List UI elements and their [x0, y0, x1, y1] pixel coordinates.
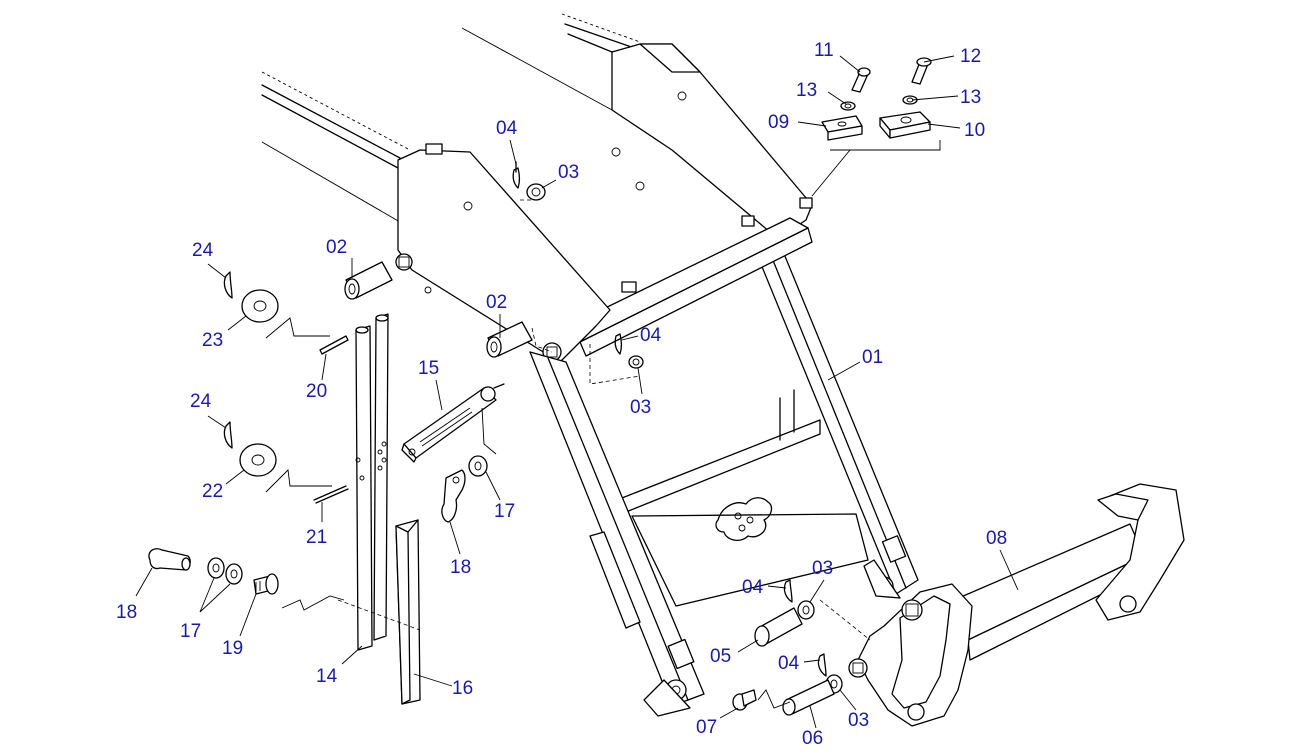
pin-06: [782, 679, 835, 716]
grease-fitting-07: [732, 689, 757, 711]
bolt-12: [911, 57, 932, 85]
washer-22: [239, 443, 277, 477]
clamp-18-lower: [148, 548, 191, 571]
callout-04: 04: [640, 325, 662, 346]
callout-17: 17: [494, 501, 515, 522]
bolt-19: [253, 573, 279, 595]
callout-02: 02: [326, 237, 347, 258]
callout-12: 12: [960, 46, 981, 67]
pin-05: [754, 607, 803, 647]
bar-14: [355, 313, 389, 651]
cotter-pin-04-upper: [512, 161, 521, 189]
callout-10: 10: [964, 120, 985, 141]
callout-05: 05: [710, 646, 731, 667]
cotter-pin-04-lower-b: [817, 653, 827, 677]
washer-13-left: [840, 101, 856, 111]
cotter-pin-04-lower-a: [783, 579, 793, 603]
callout-19: 19: [222, 638, 243, 659]
washer-03-upper: [526, 183, 546, 201]
callout-20: 20: [306, 381, 327, 402]
callout-06: 06: [802, 728, 823, 749]
callout-08: 08: [986, 528, 1007, 549]
callout-22: 22: [202, 481, 223, 502]
slotted-bracket-15: [401, 386, 497, 463]
callout-18: 18: [450, 557, 471, 578]
callout-01: 01: [862, 347, 883, 368]
callout-03: 03: [630, 397, 651, 418]
callout-14: 14: [316, 666, 338, 687]
callout-23: 23: [202, 330, 223, 351]
callout-07: 07: [696, 717, 717, 738]
callout-04: 04: [742, 577, 764, 598]
callout-24: 24: [192, 240, 214, 261]
callout-04: 04: [778, 653, 800, 674]
hook-18-upper: [441, 469, 466, 523]
pin-20: [319, 335, 349, 355]
split-pin-24-upper: [223, 271, 233, 299]
callout-09: 09: [768, 112, 789, 133]
callout-leaders: [135, 55, 1019, 729]
washer-03-mid: [628, 355, 644, 369]
washer-17-lower-a: [207, 557, 225, 579]
washer-03-lower-a: [797, 600, 815, 620]
callout-labels: 11 12 13 13 09 10 04 03 02 02 04 03 01 2…: [116, 40, 1007, 749]
callout-18: 18: [116, 602, 137, 623]
callout-13: 13: [960, 87, 981, 108]
callout-17: 17: [180, 621, 201, 642]
cotter-pin-04-mid: [614, 333, 623, 355]
brand-logo: [715, 497, 773, 542]
callout-16: 16: [452, 678, 473, 699]
split-pin-24-lower: [223, 421, 233, 449]
callout-11: 11: [814, 40, 834, 61]
channel-16: [395, 519, 421, 705]
washer-13-right: [902, 95, 918, 105]
callout-13: 13: [796, 80, 817, 101]
wedge-09: [821, 115, 863, 141]
boom-arms: [261, 13, 641, 223]
callout-15: 15: [418, 358, 439, 379]
washer-17-lower-b: [225, 563, 243, 585]
main-frame: [395, 43, 919, 717]
washer-23: [241, 289, 279, 323]
pin-02-upper: [344, 261, 393, 300]
callout-21: 21: [306, 527, 327, 548]
small-pin: [493, 383, 505, 389]
pin-21: [313, 485, 349, 504]
callout-04: 04: [496, 118, 518, 139]
callout-02: 02: [486, 292, 507, 313]
callout-03: 03: [558, 162, 579, 183]
callout-03: 03: [848, 710, 869, 731]
callout-03: 03: [812, 558, 833, 579]
washer-17-upper: [468, 455, 488, 477]
callout-24: 24: [190, 391, 212, 412]
quick-attach-08: [848, 483, 1185, 727]
wedge-10: [879, 111, 931, 139]
bolt-11: [851, 67, 871, 93]
pin-02-lower: [486, 321, 553, 358]
